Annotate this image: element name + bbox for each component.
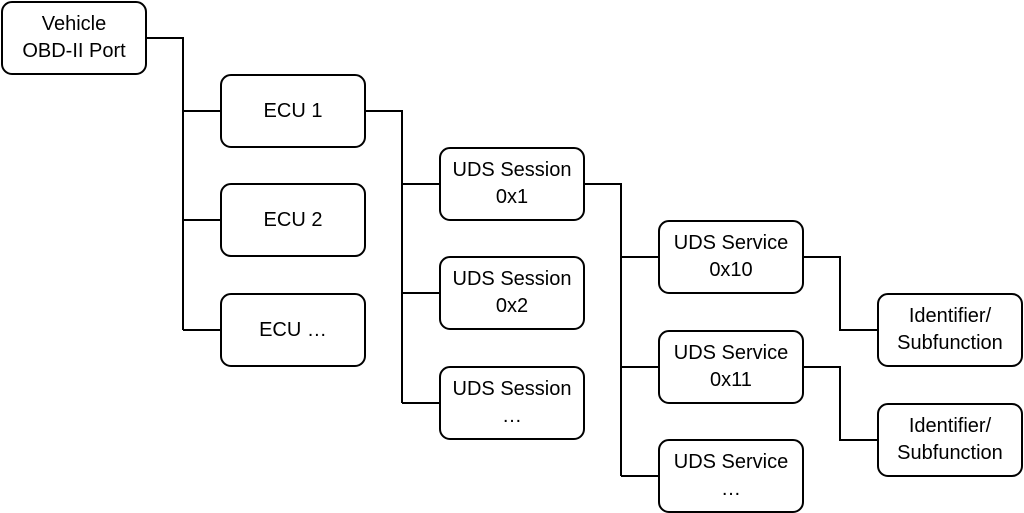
- connector-service11-identifier: [804, 366, 877, 441]
- node-label-line: 0x10: [709, 259, 753, 281]
- node-label-line: Subfunction: [897, 332, 1003, 354]
- ecu-node-1: ECU 1: [220, 74, 366, 148]
- node-label: ECU …: [259, 318, 327, 341]
- uds-service-node-more: UDS Service …: [658, 439, 804, 513]
- ecu-node-2: ECU 2: [220, 183, 366, 257]
- identifier-subfunction-node-1: Identifier/ Subfunction: [877, 293, 1023, 367]
- vehicle-obd-port-node: Vehicle OBD-II Port: [1, 1, 147, 75]
- node-label-line: …: [502, 405, 522, 427]
- connector-ecu1-sessions: [366, 110, 439, 404]
- node-label-line: UDS Session: [452, 268, 572, 290]
- node-label-line: UDS Session: [452, 159, 572, 181]
- node-label: ECU 1: [263, 99, 323, 122]
- uds-service-node-0x11: UDS Service 0x11: [658, 330, 804, 404]
- node-label-line: UDS Session: [452, 378, 572, 400]
- node-label: ECU 2: [263, 208, 323, 231]
- node-label-line: Subfunction: [897, 442, 1003, 464]
- node-label-line: Vehicle: [41, 13, 107, 35]
- node-label-line: UDS Service: [673, 232, 789, 254]
- uds-session-node-0x2: UDS Session 0x2: [439, 256, 585, 330]
- node-label-line: Identifier/: [908, 305, 992, 327]
- node-label-line: …: [721, 478, 741, 500]
- node-label-line: Identifier/: [908, 415, 992, 437]
- connector-session-services: [585, 183, 658, 477]
- uds-session-node-more: UDS Session …: [439, 366, 585, 440]
- node-label-line: UDS Service: [673, 342, 789, 364]
- node-label-line: OBD-II Port: [22, 40, 126, 62]
- connector-service10-identifier: [804, 256, 877, 331]
- ecu-node-more: ECU …: [220, 293, 366, 367]
- node-label-line: 0x2: [495, 295, 529, 317]
- identifier-subfunction-node-2: Identifier/ Subfunction: [877, 403, 1023, 477]
- node-label-line: UDS Service: [673, 451, 789, 473]
- node-label-line: 0x11: [710, 369, 752, 391]
- node-label-line: 0x1: [495, 186, 529, 208]
- connector-root-ecus: [147, 37, 220, 331]
- uds-session-node-0x1: UDS Session 0x1: [439, 147, 585, 221]
- uds-service-node-0x10: UDS Service 0x10: [658, 220, 804, 294]
